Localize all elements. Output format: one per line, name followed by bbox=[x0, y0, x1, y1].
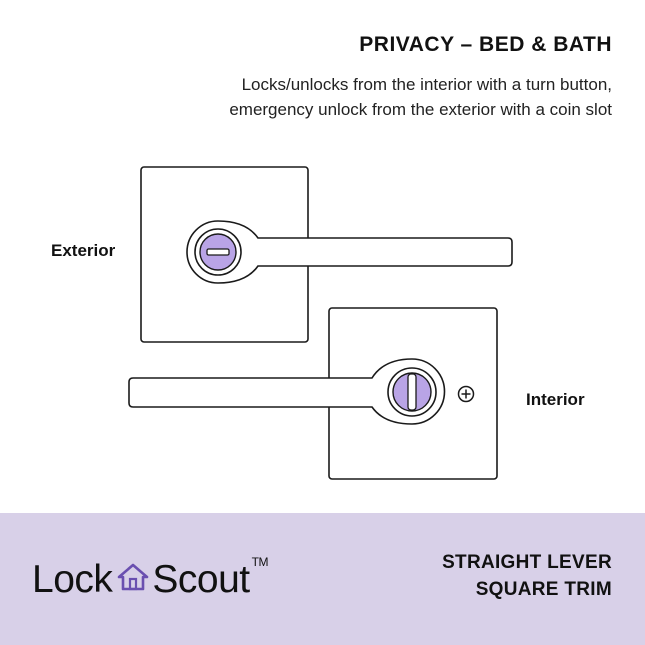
exterior-lever-handle bbox=[186, 220, 513, 284]
house-icon bbox=[117, 558, 149, 602]
tagline-line-2: SQUARE TRIM bbox=[475, 579, 612, 600]
description-line-2: emergency unlock from the exterior with … bbox=[229, 100, 612, 119]
interior-label: Interior bbox=[526, 390, 585, 409]
product-tagline: STRAIGHT LEVER SQUARE TRIM bbox=[442, 549, 612, 603]
exterior-label: Exterior bbox=[51, 241, 116, 260]
exterior-lever-assembly bbox=[140, 166, 513, 343]
tagline-line-1: STRAIGHT LEVER bbox=[442, 552, 612, 573]
description: Locks/unlocks from the interior with a t… bbox=[229, 72, 612, 122]
page-title: PRIVACY – BED & BATH bbox=[359, 33, 612, 56]
brand-word-scout: Scout bbox=[152, 558, 250, 601]
coin-slot bbox=[206, 248, 230, 256]
interior-lever-assembly bbox=[128, 307, 498, 480]
interior-lever-handle bbox=[128, 358, 446, 425]
turn-button-grip bbox=[407, 373, 417, 411]
description-line-1: Locks/unlocks from the interior with a t… bbox=[241, 75, 612, 94]
lockscout-logo: Lock Scout TM bbox=[32, 555, 268, 605]
trademark-mark: TM bbox=[251, 555, 269, 569]
brand-word-lock: Lock bbox=[32, 558, 113, 601]
brand-footer: Lock Scout TM STRAIGHT LEVER SQUARE TRIM bbox=[0, 513, 645, 645]
lever-illustration bbox=[128, 166, 513, 480]
